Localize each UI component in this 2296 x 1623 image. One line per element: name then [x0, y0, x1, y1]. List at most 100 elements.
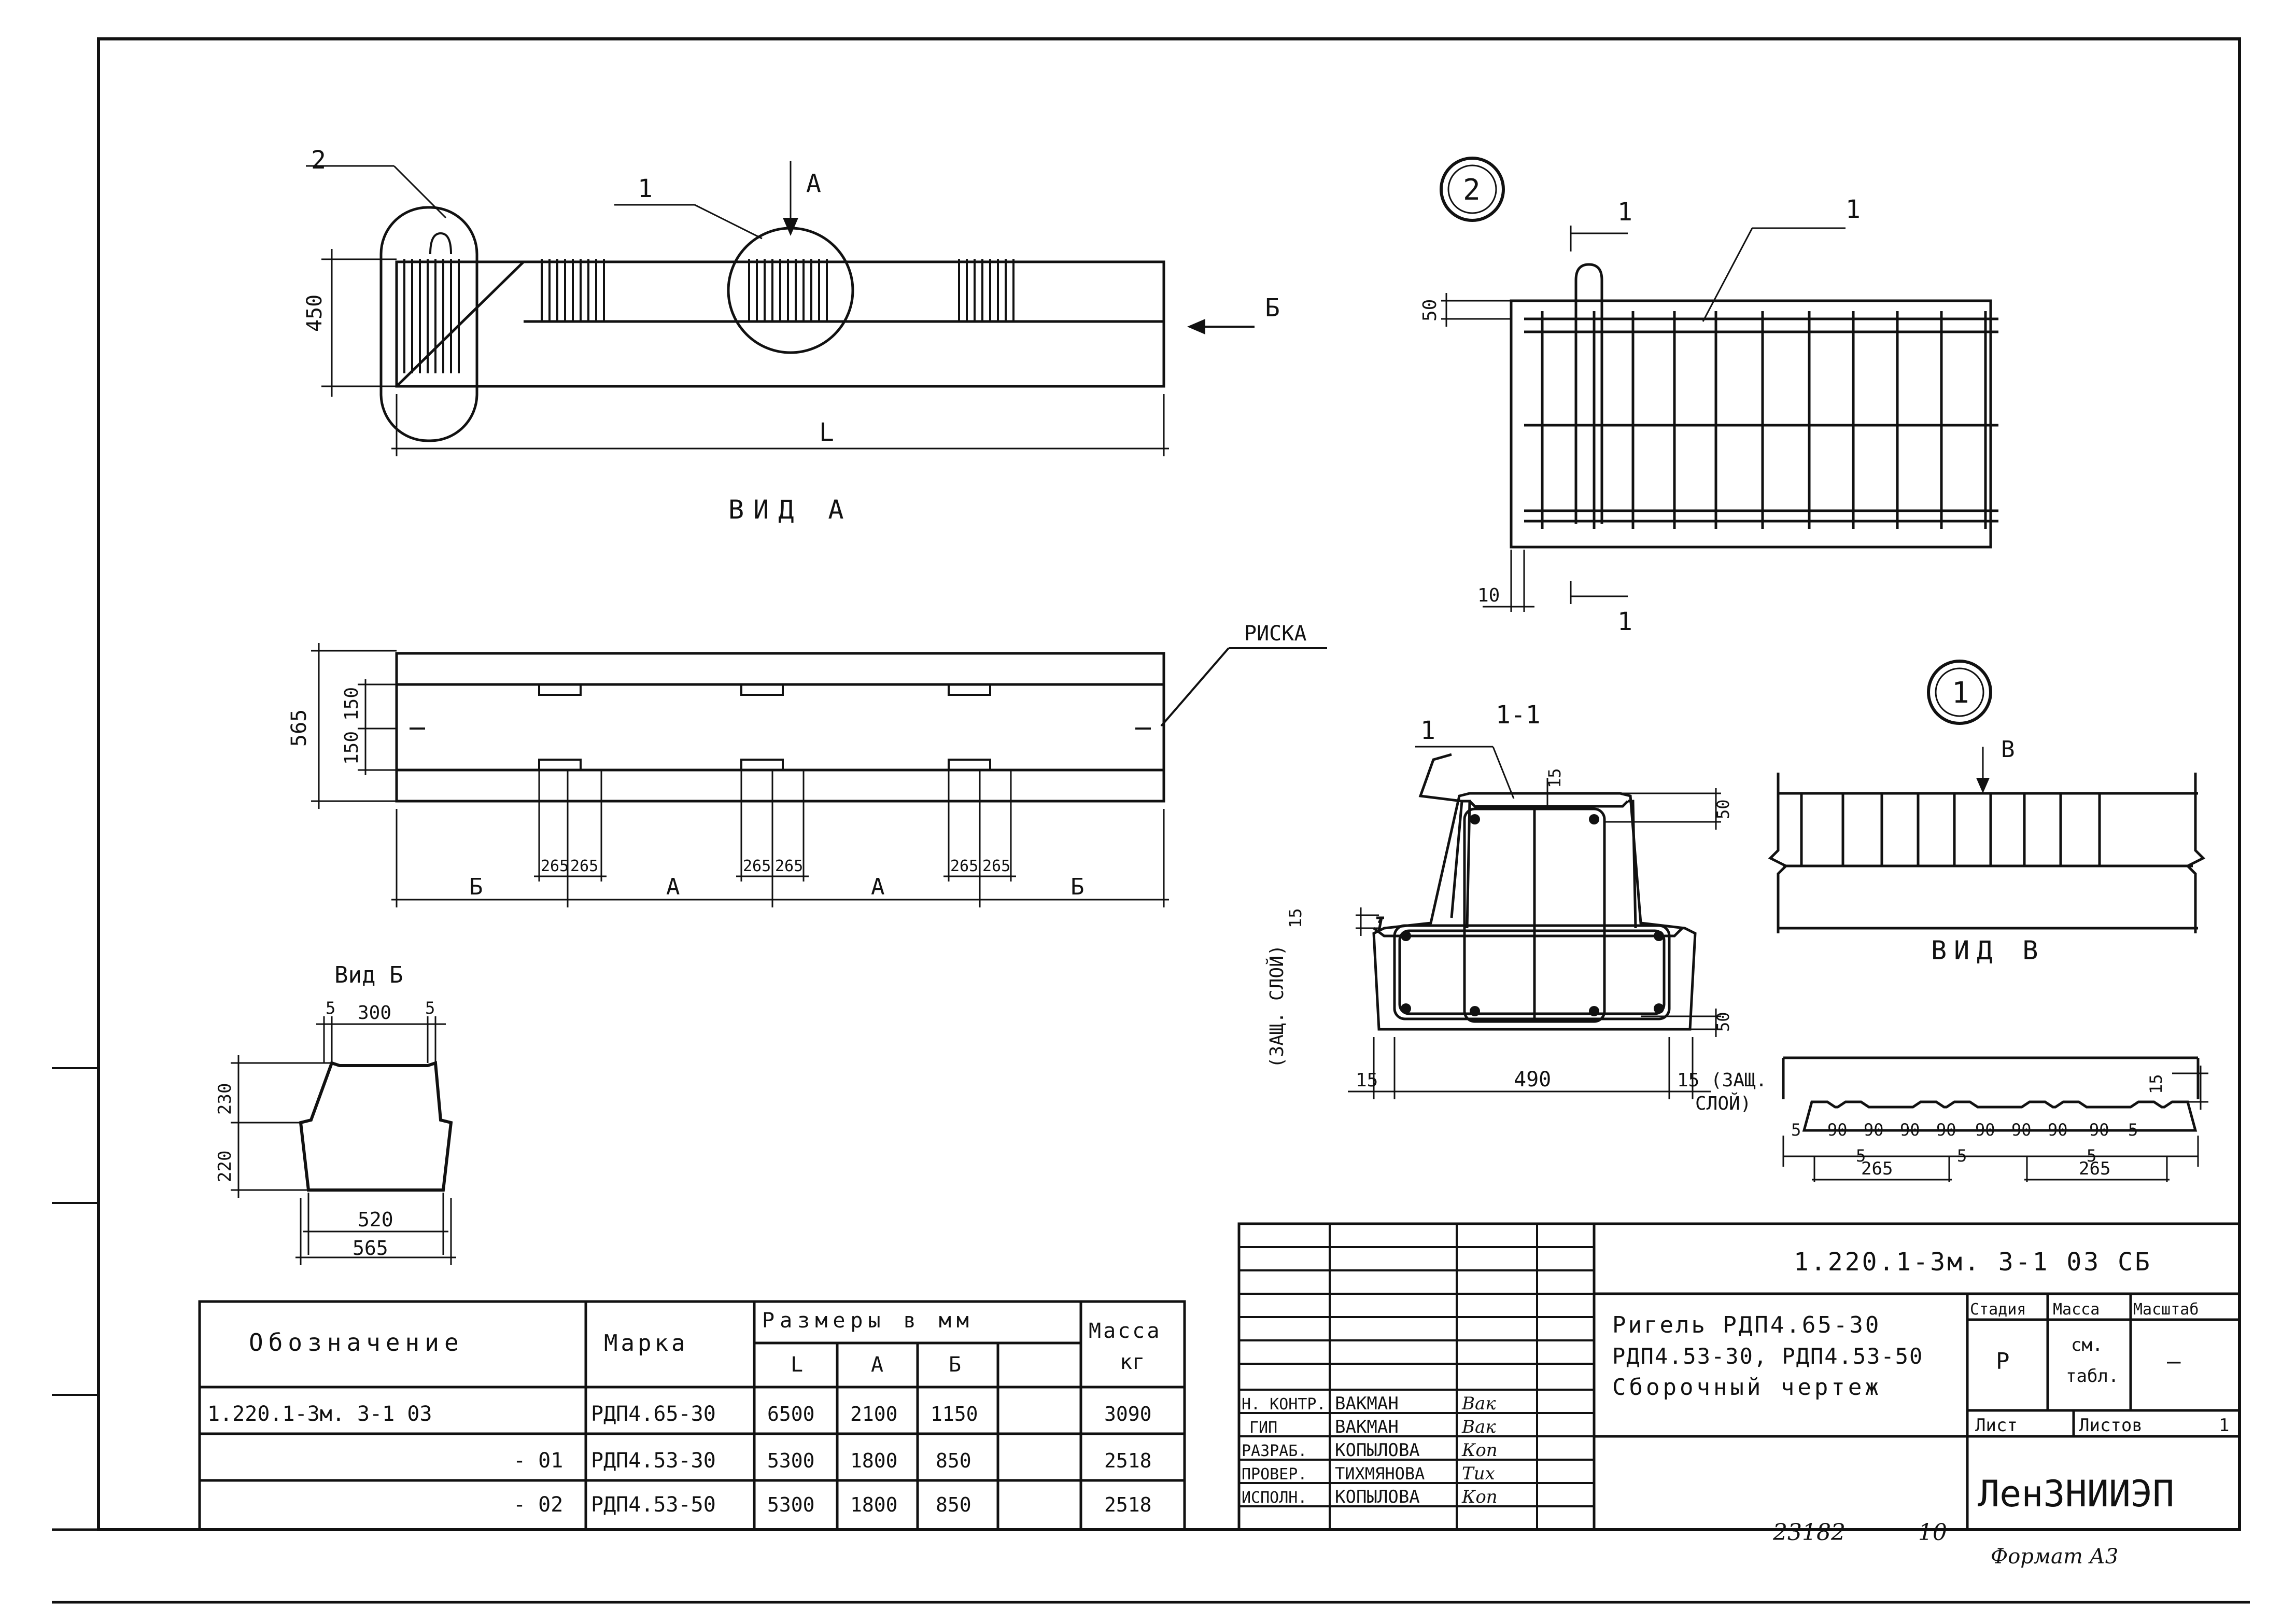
node-2-cut-top: 1	[1617, 198, 1632, 227]
table-row: - 02 РДП4.53-50 5300 1800 850 2518	[513, 1493, 1152, 1517]
dim-90: 90	[2011, 1120, 2032, 1140]
title-block: Н. КОНТР. ВАКМАН Вак ГИП ВАКМАН Вак РАЗР…	[1237, 1222, 2241, 1569]
view-arrow-b	[1187, 319, 1205, 334]
format-label: Формат А3	[1991, 1545, 2118, 1569]
seg-b-right: Б	[1070, 874, 1084, 900]
mass-value-2: табл.	[2066, 1366, 2119, 1387]
dim-265: 265	[775, 857, 803, 875]
row-designation: 1.220.1-3м. 3-1 03	[207, 1402, 432, 1426]
staff-name: ВАКМАН	[1335, 1417, 1399, 1437]
dim-265: 265	[541, 857, 569, 875]
arrow-v-label: В	[2001, 736, 2015, 763]
sheets-label: Листов	[2079, 1415, 2143, 1436]
view-b-title: Вид Б	[334, 962, 403, 988]
staff-name: КОПЫЛОВА	[1335, 1440, 1420, 1461]
dim-15-zashch: 15 (ЗАЩ.	[1677, 1070, 1767, 1091]
dim-5: 5	[1856, 1146, 1866, 1166]
dim-5-left: 5	[326, 998, 335, 1018]
arrow-v-head	[1976, 778, 1990, 793]
detail-1-circle	[727, 227, 854, 354]
main-elevation: 2 1 А Б 450 L ВИД А	[303, 146, 1280, 525]
row-mark: РДП4.53-30	[591, 1449, 716, 1473]
row-L: 5300	[767, 1449, 815, 1472]
row-mass: 3090	[1104, 1403, 1152, 1425]
row-L: 5300	[767, 1493, 815, 1516]
dim-565-b: 565	[353, 1237, 388, 1260]
seg-a-left: А	[666, 874, 680, 900]
mass-value-1: см.	[2071, 1335, 2103, 1355]
dim-5: 5	[1791, 1120, 1801, 1140]
col-A: А	[871, 1353, 883, 1377]
dim-90: 90	[1975, 1120, 1995, 1140]
dim-5: 5	[2128, 1120, 2138, 1140]
row-designation: - 02	[513, 1493, 563, 1517]
dim-5: 5	[2087, 1146, 2096, 1166]
col-B: Б	[949, 1353, 961, 1377]
doc-code: 1.220.1-3м. 3-1 03 СБ	[1794, 1248, 2152, 1277]
row-L: 6500	[767, 1403, 815, 1425]
doc-name-line2: РДП4.53-30, РДП4.53-50	[1612, 1344, 1923, 1369]
dim-520: 520	[358, 1208, 393, 1231]
dim-450: 450	[303, 295, 327, 332]
dim-265-v: 265	[2079, 1158, 2110, 1179]
staff-role: ИСПОЛН.	[1242, 1489, 1307, 1507]
dim-265: 265	[570, 857, 598, 875]
dim-10: 10	[1477, 585, 1500, 606]
staff-name: ТИХМЯНОВА	[1335, 1464, 1425, 1484]
staff-signature: Вак	[1461, 1417, 1496, 1437]
dim-565: 565	[287, 709, 311, 747]
revision-grid	[1239, 1224, 1594, 1530]
dim-90: 90	[1900, 1120, 1920, 1140]
row-mass: 2518	[1104, 1493, 1152, 1516]
col-mass-unit: кг	[1120, 1350, 1145, 1374]
dim-15: 15	[1545, 768, 1565, 788]
dim-150-a: 150	[341, 687, 362, 721]
stage-label: Стадия	[1970, 1300, 2026, 1319]
row-mark: РДП4.53-50	[591, 1493, 716, 1517]
dim-265: 265	[950, 857, 978, 875]
inv-number-2: 10	[1918, 1519, 1947, 1546]
dim-15-v: 15	[2146, 1074, 2166, 1094]
row-B: 1150	[931, 1403, 978, 1425]
staff-role: РАЗРАБ.	[1242, 1442, 1307, 1460]
col-mark: Марка	[604, 1330, 688, 1356]
view-b: Вид Б 5 300 5 230 220 520 565	[215, 962, 456, 1265]
dim-490: 490	[1514, 1068, 1551, 1092]
riska-label: РИСКА	[1244, 622, 1306, 646]
dim-50-bottom: 50	[1713, 1012, 1733, 1032]
inv-number: 23182	[1772, 1519, 1846, 1546]
stirrup-groups	[403, 232, 1015, 373]
row-B: 850	[936, 1449, 971, 1472]
section-pos-label: 1	[1420, 716, 1435, 745]
sheets-value: 1	[2219, 1415, 2229, 1436]
row-B: 850	[936, 1493, 971, 1516]
dim-220: 220	[215, 1151, 235, 1182]
dim-300: 300	[358, 1002, 391, 1024]
col-L: L	[791, 1353, 803, 1377]
node-2-pos-label: 1	[1846, 195, 1861, 224]
staff-signature: Коп	[1461, 1487, 1498, 1507]
dim-15-left: 15	[1286, 908, 1305, 928]
node-1-detail: 1 В ВИД В	[1768, 660, 2208, 1182]
view-v-stirrups	[1783, 793, 2193, 868]
section-1-1: 1-1	[1266, 701, 1767, 1114]
mass-label: Масса	[2053, 1300, 2100, 1319]
dim-90: 90	[1827, 1120, 1848, 1140]
col-mass: Масса	[1089, 1319, 1161, 1343]
node-2-cut-bottom: 1	[1617, 607, 1632, 636]
table-row: 1.220.1-3м. 3-1 03 РДП4.65-30 6500 2100 …	[207, 1402, 1152, 1426]
scale-value: —	[2167, 1348, 2181, 1375]
table-row: - 01 РДП4.53-30 5300 1800 850 2518	[513, 1449, 1152, 1473]
callout-2-label: 2	[311, 146, 326, 175]
col-dims: Размеры в мм	[762, 1309, 974, 1333]
doc-name-line3: Сборочный чертеж	[1612, 1374, 1882, 1401]
beam-bevel	[396, 261, 525, 387]
arrow-b-label: Б	[1265, 293, 1280, 323]
staff-name: ВАКМАН	[1335, 1393, 1399, 1414]
dim-90: 90	[1936, 1120, 1956, 1140]
dim-15-bottom-left: 15	[1356, 1070, 1378, 1091]
section-title: 1-1	[1496, 701, 1541, 730]
scale-label: Масштаб	[2133, 1300, 2199, 1319]
view-v-profile	[1782, 1056, 2200, 1132]
